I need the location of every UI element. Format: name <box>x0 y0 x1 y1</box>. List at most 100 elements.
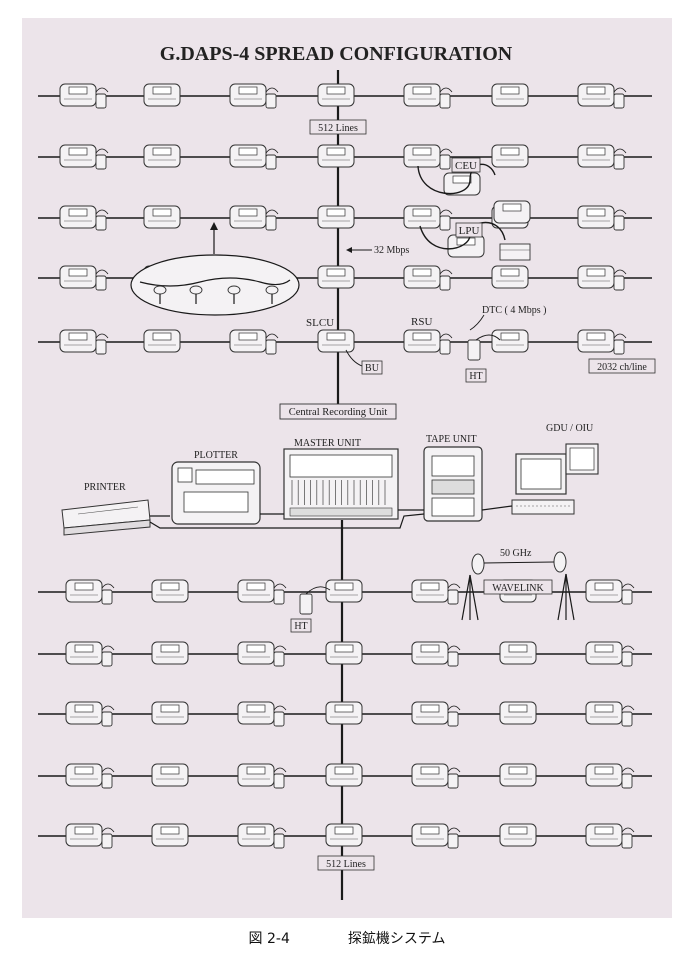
field-unit <box>65 701 115 727</box>
ht-lower-device <box>299 593 313 615</box>
field-unit <box>143 329 181 353</box>
dtc-label: DTC ( 4 Mbps ) <box>482 305 546 316</box>
printer-label: PRINTER <box>84 482 126 493</box>
tape-unit <box>423 446 483 522</box>
battery-unit <box>273 833 285 849</box>
battery-unit <box>439 215 451 231</box>
geophone-ellipse <box>130 254 300 316</box>
battery-unit <box>265 93 277 109</box>
battery-unit <box>101 833 113 849</box>
ht-upper-box <box>465 368 487 383</box>
slcu-label: SLCU <box>306 317 334 329</box>
field-unit <box>65 641 115 667</box>
bu-box <box>361 360 383 375</box>
field-unit <box>577 265 627 291</box>
field-unit <box>59 329 109 355</box>
lpu-box <box>455 222 483 238</box>
battery-unit <box>101 711 113 727</box>
battery-unit <box>613 215 625 231</box>
ht-upper-label: HT <box>469 371 482 382</box>
field-unit <box>491 83 529 107</box>
battery-unit <box>439 154 451 170</box>
field-unit <box>577 329 627 355</box>
battery-unit <box>621 589 633 605</box>
aux-unit <box>443 172 481 196</box>
battery-unit <box>439 93 451 109</box>
field-unit <box>317 265 355 289</box>
lines-top-box <box>309 119 367 135</box>
field-unit <box>151 641 189 665</box>
field-unit <box>577 205 627 231</box>
wavelink-link <box>461 551 575 621</box>
gdu-oiu-label: GDU / OIU <box>546 423 594 434</box>
field-unit <box>577 144 627 170</box>
ht-lower-label: HT <box>294 621 307 632</box>
field-unit <box>143 144 181 168</box>
field-unit <box>499 641 537 665</box>
battery-unit <box>439 275 451 291</box>
field-unit <box>499 701 537 725</box>
geophone <box>153 285 167 304</box>
field-unit <box>151 579 189 603</box>
field-unit <box>237 823 287 849</box>
field-unit <box>491 144 529 168</box>
field-unit <box>237 579 287 605</box>
field-unit <box>317 83 355 107</box>
battery-unit <box>621 773 633 789</box>
battery-unit <box>95 215 107 231</box>
field-unit <box>237 763 287 789</box>
field-unit <box>143 205 181 229</box>
field-unit <box>499 823 537 847</box>
field-unit <box>229 205 279 231</box>
field-unit <box>403 83 453 109</box>
battery-unit <box>101 773 113 789</box>
field-unit <box>65 579 115 605</box>
field-unit <box>403 205 453 231</box>
field-unit <box>59 83 109 109</box>
battery-unit <box>613 154 625 170</box>
field-unit <box>237 641 287 667</box>
field-unit <box>59 205 109 231</box>
field-unit <box>585 701 635 727</box>
bu-label: BU <box>365 363 380 374</box>
ht-upper-device <box>467 339 481 361</box>
aux-unit <box>447 234 485 258</box>
battery-unit <box>273 651 285 667</box>
battery-unit <box>613 93 625 109</box>
ghz50-label: 50 GHz <box>500 548 532 559</box>
battery-unit <box>95 93 107 109</box>
field-unit <box>411 763 461 789</box>
field-unit <box>325 641 363 665</box>
field-unit <box>585 579 635 605</box>
battery-unit <box>621 711 633 727</box>
field-unit <box>585 763 635 789</box>
field-unit <box>59 144 109 170</box>
field-unit <box>317 144 355 168</box>
field-unit <box>325 579 363 603</box>
battery-unit <box>447 711 459 727</box>
field-unit <box>229 83 279 109</box>
gdu-oiu-workstation <box>511 443 599 515</box>
rsu-label: RSU <box>411 316 432 328</box>
geophone <box>227 285 241 304</box>
battery-unit <box>273 773 285 789</box>
field-unit <box>325 763 363 787</box>
diagram-title: G.DAPS-4 SPREAD CONFIGURATION <box>160 43 513 65</box>
equipment-cables <box>149 505 513 529</box>
ch-line-label: 2032 ch/line <box>597 362 647 373</box>
mbps32-label: 32 Mbps <box>374 245 409 256</box>
battery-unit <box>95 275 107 291</box>
field-unit <box>499 763 537 787</box>
battery-unit <box>265 154 277 170</box>
plotter <box>171 461 261 525</box>
field-unit <box>237 701 287 727</box>
battery-unit <box>439 339 451 355</box>
field-unit <box>317 205 355 229</box>
field-unit <box>403 329 453 355</box>
wavelink-label: WAVELINK <box>492 583 544 594</box>
field-unit <box>65 823 115 849</box>
battery-unit <box>621 833 633 849</box>
geophone <box>265 285 279 304</box>
lpu-label: LPU <box>459 225 480 237</box>
